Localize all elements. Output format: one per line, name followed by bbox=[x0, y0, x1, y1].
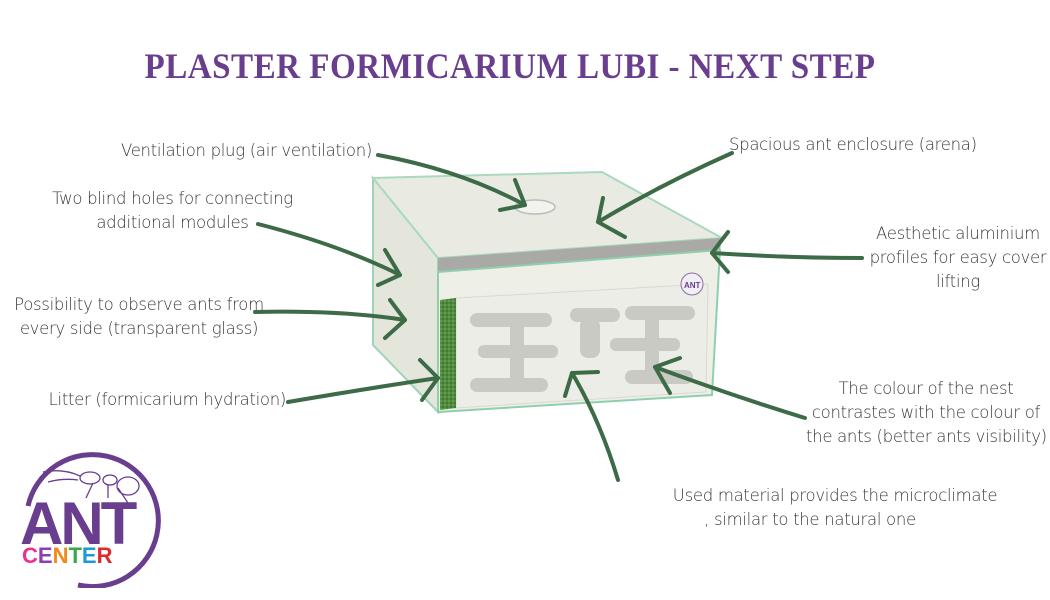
label-colour-line1: The colour of the nest bbox=[838, 379, 1014, 398]
logo-center-text: CENTER bbox=[22, 543, 113, 568]
label-colour-line3: the ants (better ants visibility) bbox=[806, 427, 1047, 446]
label-blind-holes-line1: Two blind holes for connecting bbox=[52, 189, 293, 208]
litter-strip bbox=[440, 298, 456, 410]
nest-chambers bbox=[470, 306, 695, 392]
label-observe-line2: every side (transparent glass) bbox=[19, 319, 259, 338]
page-title: PLASTER FORMICARIUM LUBI - NEXT STEP bbox=[144, 46, 876, 86]
ant-center-logo: ANT CENTER bbox=[18, 448, 168, 588]
callout-arrows bbox=[253, 151, 864, 482]
aluminium-profile bbox=[438, 238, 722, 272]
label-aluminium-line3: lifting bbox=[935, 272, 980, 291]
logo-ant-text: ANT bbox=[20, 490, 137, 557]
label-litter: Litter (formicarium hydration) bbox=[48, 390, 287, 409]
label-arena: Spacious ant enclosure (arena) bbox=[729, 135, 977, 154]
label-material-line1: Used material provides the microclimate bbox=[672, 486, 998, 505]
label-aluminium-line2: profiles for easy cover bbox=[869, 248, 1047, 267]
label-ventilation-plug: Ventilation plug (air ventilation) bbox=[120, 141, 372, 160]
logo-arc-and-ant-icon bbox=[25, 452, 161, 588]
label-observe-line1: Possibility to observe ants from bbox=[14, 295, 264, 314]
label-blind-holes-line2: additional modules bbox=[96, 213, 249, 232]
label-material-line2: , similar to the natural one bbox=[704, 510, 916, 529]
badge-text: ANT bbox=[684, 281, 701, 290]
product-logo-badge bbox=[680, 272, 704, 296]
label-aluminium-line1: Aesthetic aluminium bbox=[876, 224, 1040, 243]
label-colour-line2: contrastes with the colour of bbox=[811, 403, 1041, 422]
